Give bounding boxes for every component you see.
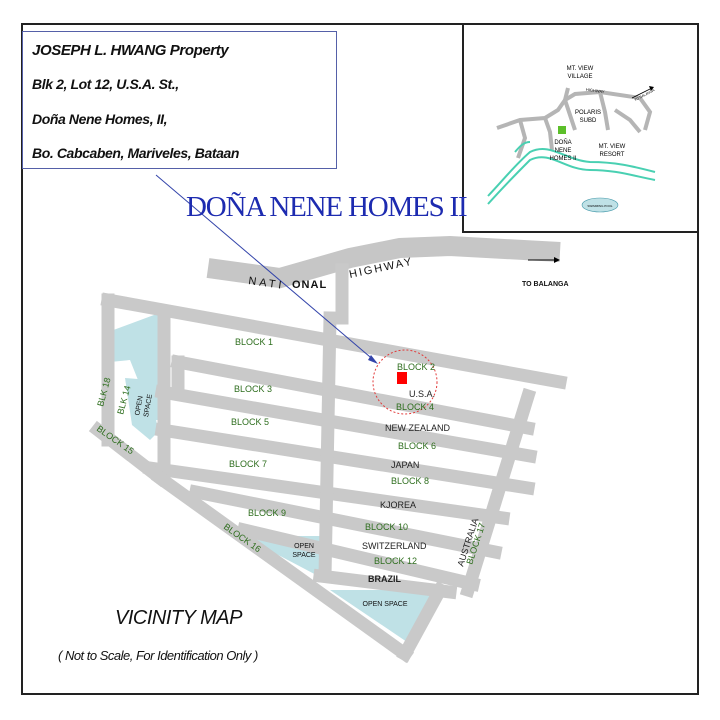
block-6-label: BLOCK 6 (398, 441, 436, 451)
property-subdivision: Doña Nene Homes, II, (32, 111, 168, 127)
open-space-center-label-2: SPACE (292, 552, 316, 559)
open-space-center-label: OPEN (294, 543, 314, 550)
property-lot-marker (397, 372, 407, 384)
block-2-label: BLOCK 2 (397, 362, 435, 372)
inset-arrow-line (631, 87, 653, 99)
block-9-label: BLOCK 9 (248, 508, 286, 518)
highway-label-nati: NATI (248, 275, 286, 292)
inset-polaris-label: POLARIS (575, 110, 601, 116)
inset-dona-marker (558, 126, 566, 134)
to-balanga-label: TO BALANGA (522, 281, 569, 288)
inset-map-frame (462, 25, 698, 233)
lot-circle (372, 349, 438, 415)
inset-resort-label-2: RESORT (600, 152, 625, 158)
block-3-label: BLOCK 3 (234, 384, 272, 394)
map-frame (21, 23, 699, 695)
inset-polaris-label-2: SUBD (580, 118, 597, 124)
block-5-label: BLOCK 5 (231, 417, 269, 427)
property-leader-line (155, 174, 377, 363)
inset-vicinity-map (487, 86, 656, 213)
property-owner: JOSEPH L. HWANG Property (32, 42, 229, 59)
inset-dona-label-2: NENE (555, 148, 572, 154)
street-switzerland-label: SWITZERLAND (362, 541, 427, 551)
block-7-label: BLOCK 7 (229, 459, 267, 469)
vicinity-map-note: ( Not to Scale, For Identification Only … (58, 648, 258, 663)
property-address: Bo. Cabcaben, Mariveles, Bataan (32, 145, 240, 161)
open-space-left-label: OPEN (134, 395, 144, 416)
street-japan-label: JAPAN (391, 460, 419, 470)
subdivision-roads (88, 263, 568, 664)
street-korea-label: KJOREA (380, 500, 416, 510)
subdivision-title: DOÑA NENE HOMES II (186, 191, 468, 223)
property-info-box: JOSEPH L. HWANG Property Blk 2, Lot 12, … (22, 31, 337, 169)
property-block-lot: Blk 2, Lot 12, U.S.A. St., (32, 76, 179, 92)
open-space-left-label-2: SPACE (143, 393, 154, 417)
open-space-bottom-label: OPEN SPACE (363, 601, 408, 608)
open-space-left-small (125, 378, 158, 440)
vicinity-map-title: VICINITY MAP (115, 607, 243, 629)
inset-pool-label: SWIMMING POOL (587, 204, 612, 208)
block-1-label: BLOCK 1 (235, 337, 273, 347)
street-new-zealand-label: NEW ZEALAND (385, 423, 451, 433)
inset-mt-view-village-label-2: VILLAGE (567, 74, 592, 80)
block-8-label: BLOCK 8 (391, 476, 429, 486)
inset-resort-label: MT. VIEW (599, 144, 626, 150)
highway-label-onal: ONAL (292, 279, 327, 291)
national-highway (206, 235, 561, 289)
block-12-label: BLOCK 12 (374, 556, 417, 566)
property-leader-arrowhead (368, 355, 378, 364)
block-4-label: BLOCK 4 (396, 402, 434, 412)
inset-pool (581, 197, 619, 213)
inset-arrowhead (649, 86, 654, 91)
to-balanga-arrowhead (554, 257, 560, 263)
street-brazil-label: BRAZIL (368, 574, 401, 584)
inset-dona-label-3: HOMES II (549, 156, 576, 162)
street-usa-label: U.S.A. (409, 389, 435, 399)
inset-highway-label: HIGHWAY (586, 87, 606, 95)
inset-mt-view-village-label: MT. VIEW (567, 66, 594, 72)
inset-dona-label: DOÑA (554, 139, 571, 146)
block-10-label: BLOCK 10 (365, 522, 408, 532)
